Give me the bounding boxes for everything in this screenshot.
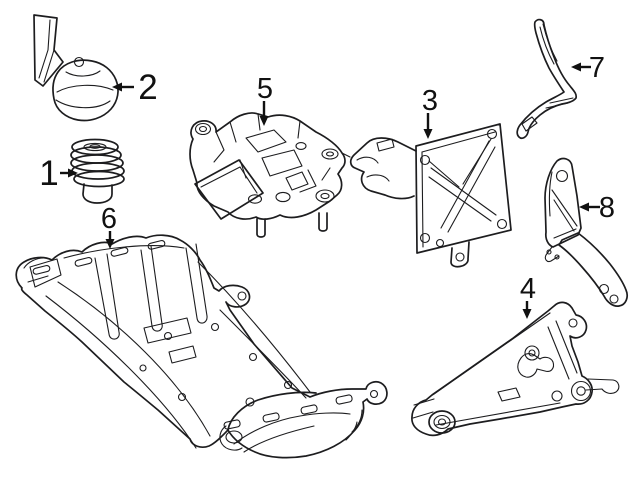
callout-4-arrow [522, 301, 532, 319]
part-3-tab [450, 241, 470, 268]
callout-4-label: 4 [520, 273, 536, 305]
callout-6-label: 6 [101, 203, 117, 235]
part-1-drawing [70, 138, 125, 204]
part-8-drawing [544, 157, 629, 307]
part-2-mount-body [52, 59, 119, 122]
callout-3-arrow [423, 113, 433, 139]
part-4-outline [411, 301, 593, 437]
part-3-plate [415, 123, 512, 254]
part-2-drawing [33, 14, 119, 122]
callout-2-arrow [112, 82, 134, 92]
part-6-outline [15, 234, 388, 459]
part-7-outline [516, 18, 578, 140]
callout-2-label: 2 [138, 68, 157, 107]
part-8-plate [544, 157, 582, 248]
part-8-arm [558, 232, 629, 307]
part-5-stud-left [256, 218, 266, 238]
part-5-stud-right [318, 212, 328, 232]
callout-7-label: 7 [589, 52, 605, 84]
callout-8-label: 8 [599, 192, 615, 224]
part-5-pad [194, 159, 264, 220]
callout-3-label: 3 [422, 85, 438, 117]
part-5-drawing [189, 112, 346, 238]
part-7-drawing [516, 18, 578, 140]
callout-7-arrow [571, 62, 591, 72]
part-5-outline [189, 112, 346, 221]
part-3-drawing [341, 123, 512, 268]
part-6-end-cap [227, 391, 317, 431]
part-3-lobe [349, 137, 417, 200]
callout-1-arrow [60, 168, 78, 178]
part-2-shield [33, 14, 64, 87]
part-6-drawing [15, 234, 388, 459]
callout-5-arrow [259, 101, 269, 126]
part-4-drawing [411, 301, 620, 437]
callout-5-label: 5 [257, 73, 273, 105]
callout-6-arrow [105, 231, 115, 249]
callout-1-label: 1 [39, 154, 58, 193]
callout-8-arrow [579, 202, 600, 212]
